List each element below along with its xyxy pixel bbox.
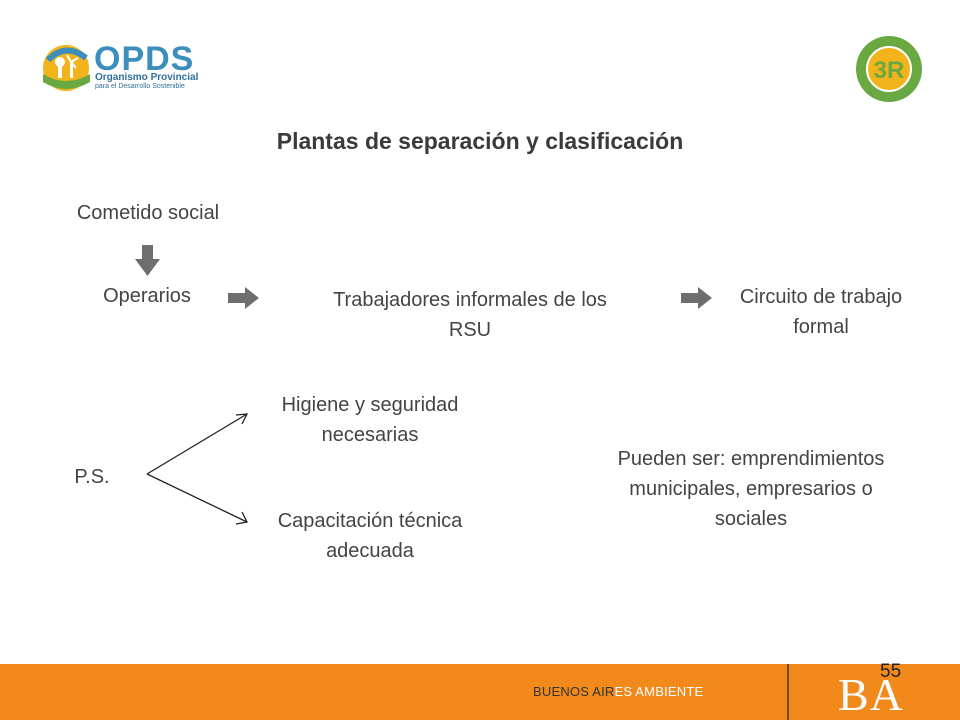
- pueden-line2: municipales, empresarios o: [629, 478, 873, 500]
- operarios-label: Operarios: [103, 285, 191, 307]
- capacitacion-line2: adecuada: [326, 540, 414, 562]
- right-arrow-icon: [228, 287, 259, 309]
- trabajadores-line2: RSU: [448, 319, 492, 341]
- opds-logo-line2: para el Desarrollo Sostenible: [95, 83, 185, 90]
- capacitacion-line1: Capacitación técnica: [277, 510, 463, 532]
- footer-brand-part1: BUENOS AIR: [533, 684, 615, 699]
- pueden-line3: sociales: [714, 508, 788, 530]
- generacion-3r-center: 3R: [874, 57, 905, 84]
- right-arrow-icon: [681, 287, 712, 309]
- ps-label: P.S.: [74, 466, 110, 488]
- generacion-3r-logo: 3R: [854, 34, 924, 104]
- opds-logo-name: OPDS: [94, 40, 195, 78]
- circuito-line2: formal: [793, 316, 849, 338]
- higiene-label: Higiene y seguridad necesarias: [240, 390, 500, 450]
- capacitacion-label: Capacitación técnica adecuada: [240, 506, 500, 566]
- footer-brand: BUENOS AIRES AMBIENTE: [533, 684, 703, 699]
- slide-title: Plantas de separación y clasificación: [276, 128, 684, 154]
- branch-arrow-down-icon: [146, 473, 248, 525]
- opds-logo-line1: Organismo Provincial: [95, 72, 199, 83]
- cometido-social-label: Cometido social: [76, 202, 220, 224]
- ba-logo: BA: [838, 669, 904, 720]
- footer-bar: [0, 664, 960, 720]
- pueden-line1: Pueden ser: emprendimientos: [617, 448, 885, 470]
- trabajadores-line1: Trabajadores informales de los: [333, 289, 607, 311]
- branch-arrow-up-icon: [146, 413, 249, 475]
- trabajadores-label: Trabajadores informales de los RSU: [290, 285, 650, 345]
- opds-logo: [40, 38, 200, 98]
- circuito-label: Circuito de trabajo formal: [710, 282, 932, 342]
- higiene-line2: necesarias: [321, 424, 419, 446]
- page-number: 55: [880, 661, 902, 682]
- down-arrow-icon: [135, 245, 160, 276]
- circuito-line1: Circuito de trabajo: [739, 286, 903, 308]
- higiene-line1: Higiene y seguridad: [281, 394, 459, 416]
- footer-brand-part2: ES AMBIENTE: [614, 684, 704, 699]
- generacion-3r-badge-icon: 3R: [856, 36, 922, 102]
- footer-divider: [787, 664, 789, 720]
- opds-emblem-icon: [43, 45, 90, 91]
- pueden-ser-label: Pueden ser: emprendimientos municipales,…: [576, 444, 926, 534]
